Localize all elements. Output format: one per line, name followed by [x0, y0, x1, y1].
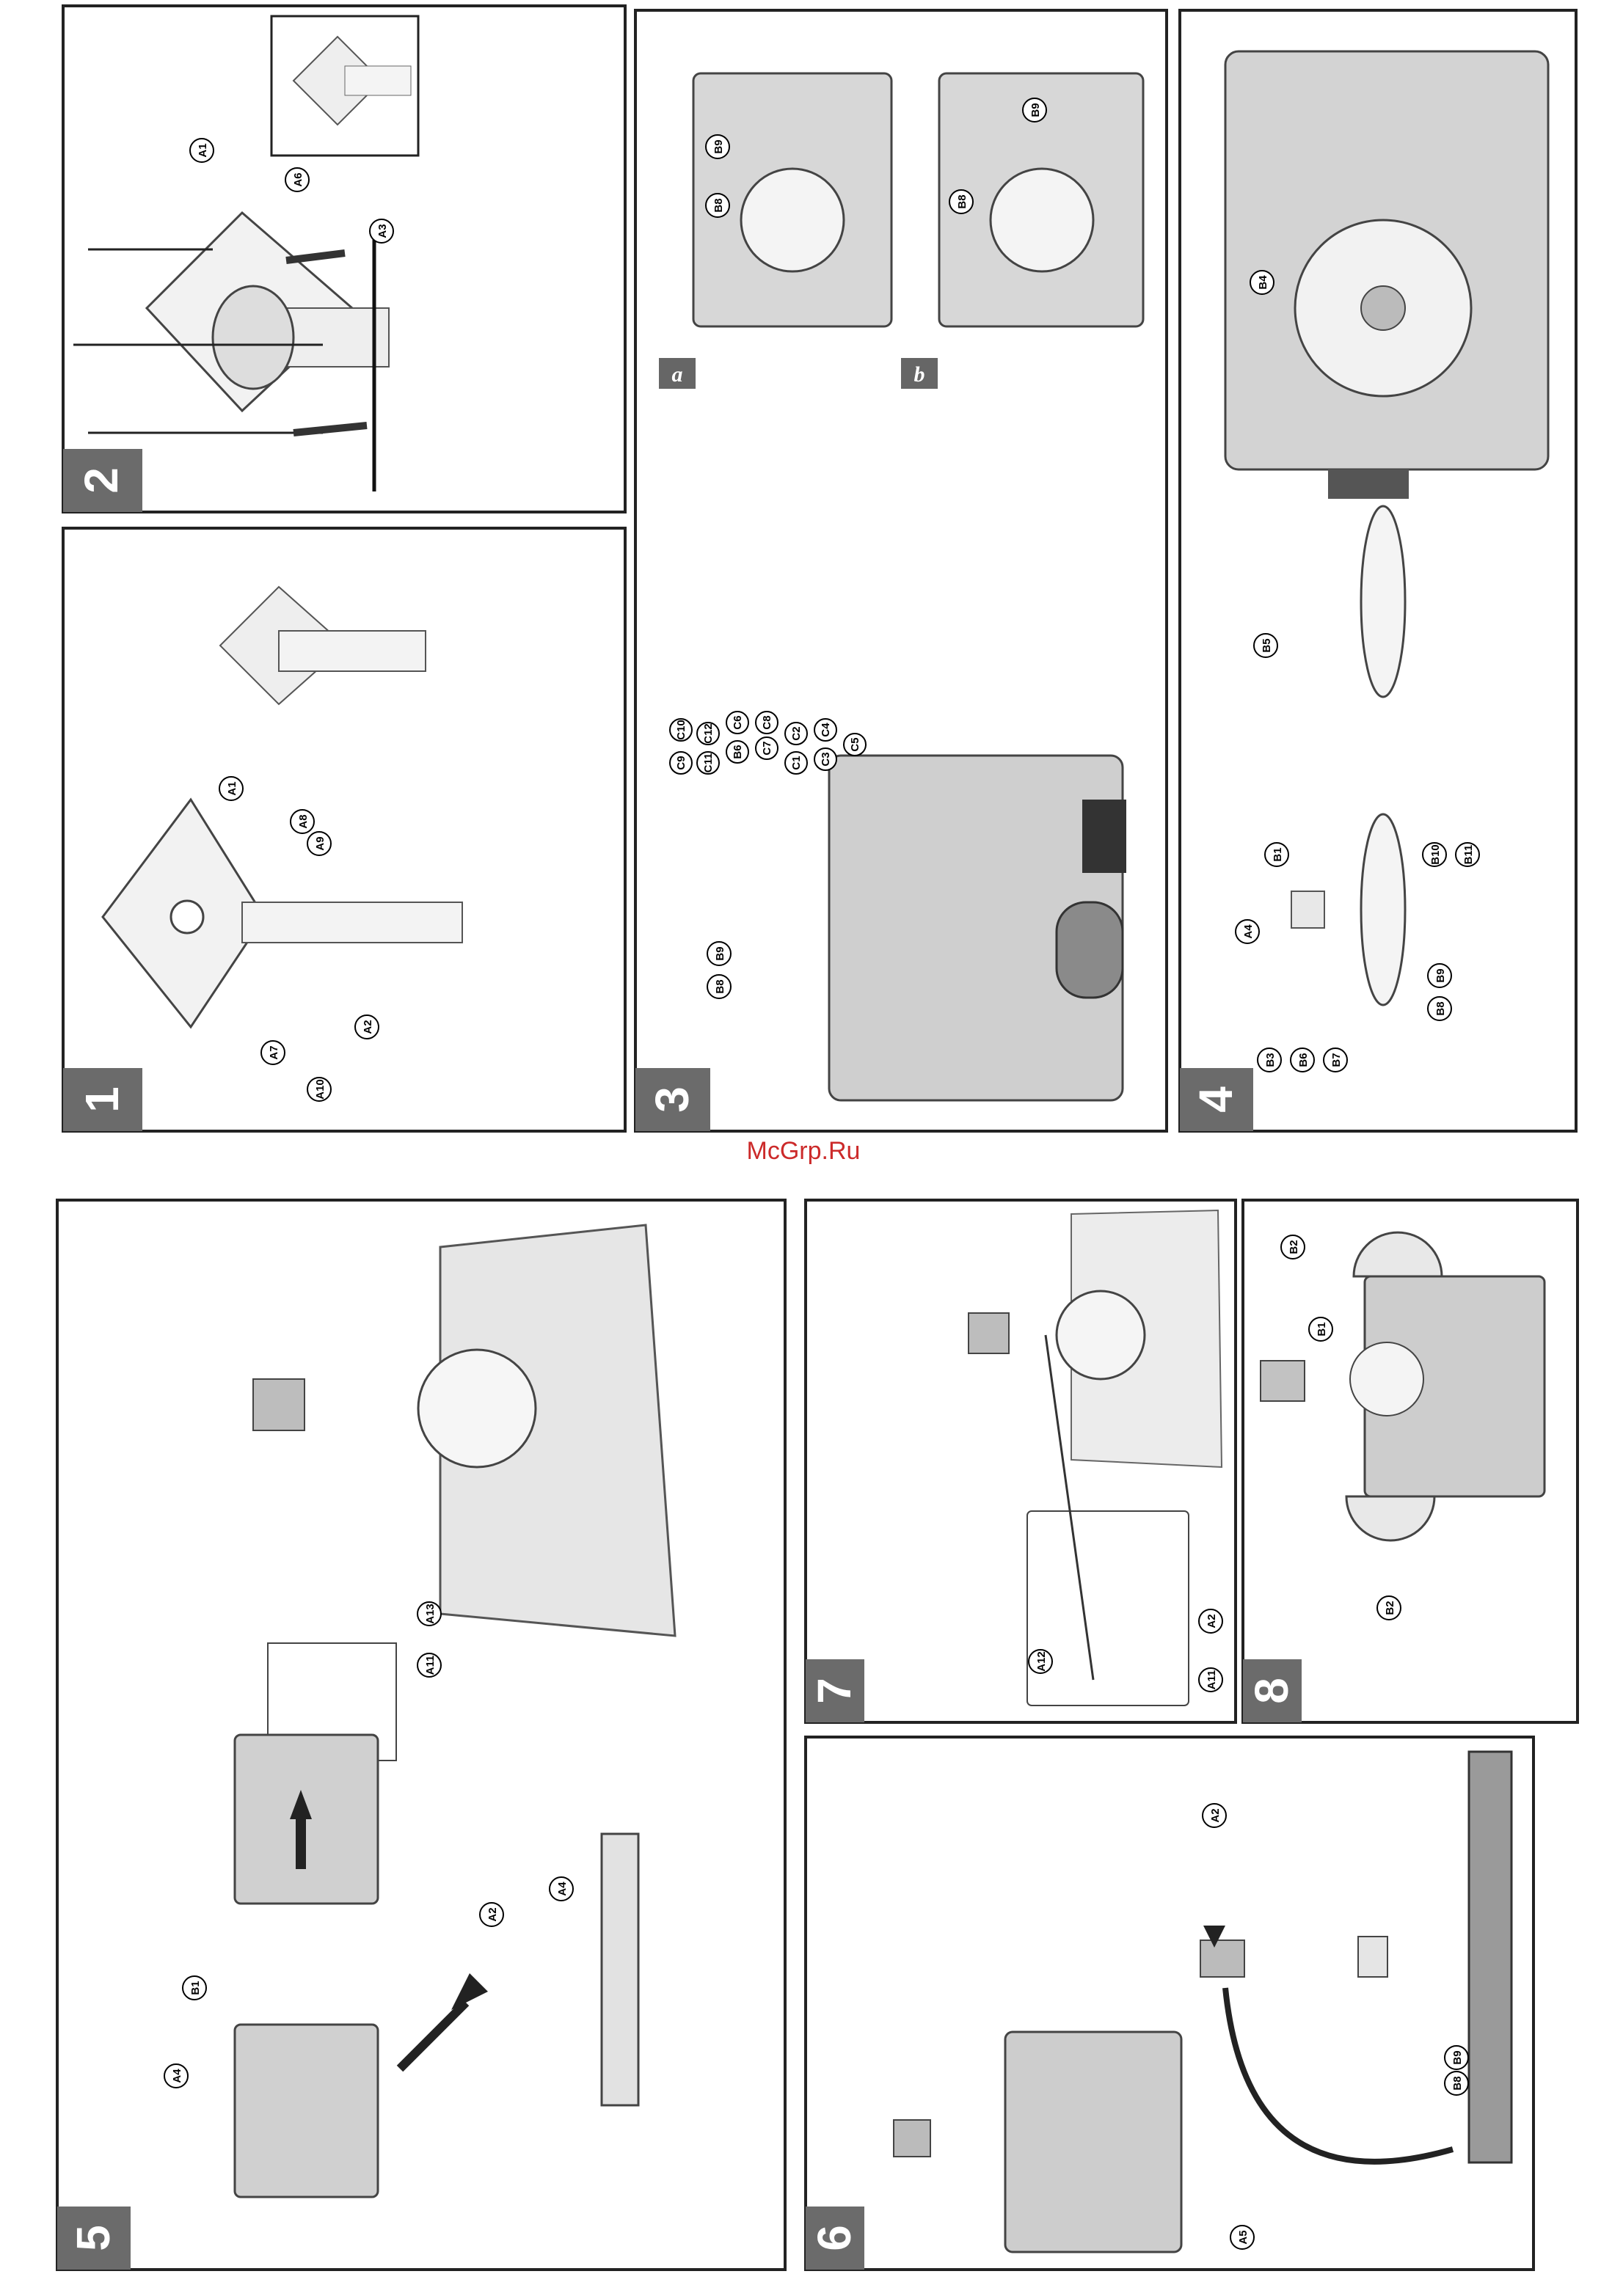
- svg-text:B10: B10: [1429, 844, 1442, 865]
- svg-text:B11: B11: [1462, 845, 1475, 865]
- svg-text:B9: B9: [714, 946, 726, 960]
- svg-text:B3: B3: [1264, 1053, 1277, 1067]
- svg-text:A2: A2: [486, 1907, 499, 1921]
- projector-bottom-closeup: [1225, 51, 1548, 499]
- svg-text:C7: C7: [761, 741, 773, 755]
- svg-text:C8: C8: [761, 715, 773, 729]
- svg-text:B2: B2: [1288, 1240, 1300, 1254]
- svg-text:B6: B6: [1297, 1053, 1310, 1067]
- svg-text:B9: B9: [1434, 968, 1447, 982]
- step-number-2: 2: [75, 467, 128, 494]
- svg-text:A7: A7: [268, 1045, 280, 1059]
- svg-text:A1: A1: [226, 781, 238, 795]
- step-number-7: 7: [808, 1678, 861, 1704]
- svg-text:B4: B4: [1257, 275, 1269, 290]
- svg-text:B8: B8: [1451, 2076, 1464, 2090]
- step-number-1: 1: [76, 1086, 128, 1113]
- svg-text:A6: A6: [292, 172, 304, 186]
- step-number-6: 6: [808, 2225, 861, 2251]
- panel-1: 1 A1 A8 A9 A2 A7 A10: [63, 528, 625, 1131]
- svg-text:A5: A5: [1237, 2230, 1250, 2244]
- svg-text:A4: A4: [556, 1882, 569, 1896]
- svg-text:B9: B9: [1451, 2050, 1464, 2064]
- svg-text:B6: B6: [732, 745, 744, 758]
- panel-6: 6 A2 B8 B9 A5: [806, 1737, 1533, 2270]
- panel-2: 2 A1 A6 A3: [63, 6, 625, 512]
- svg-text:A2: A2: [1206, 1614, 1218, 1628]
- panel-8: 8 B2 B1 B2: [1243, 1200, 1578, 1722]
- svg-text:B9: B9: [1029, 103, 1042, 117]
- svg-text:A4: A4: [171, 2069, 183, 2083]
- svg-text:A1: A1: [197, 143, 209, 157]
- svg-text:B2: B2: [1384, 1601, 1396, 1615]
- svg-text:A13: A13: [424, 1604, 437, 1624]
- projector-bottom-illustration: [829, 756, 1126, 1100]
- watermark: McGrp.Ru: [747, 1137, 861, 1165]
- svg-text:A3: A3: [376, 224, 389, 238]
- svg-text:B1: B1: [1316, 1322, 1328, 1336]
- svg-text:B8: B8: [714, 979, 726, 993]
- svg-text:A8: A8: [297, 814, 310, 828]
- panel-4: 4 B4 B5 B1 B10 B11 A4 B3: [1180, 10, 1576, 1131]
- svg-text:B8: B8: [1434, 1001, 1447, 1015]
- svg-text:B9: B9: [712, 139, 725, 153]
- svg-text:C12: C12: [702, 723, 715, 744]
- svg-text:A11: A11: [424, 1656, 437, 1675]
- svg-text:C1: C1: [790, 756, 803, 769]
- svg-text:C6: C6: [732, 715, 744, 729]
- svg-text:A12: A12: [1035, 1651, 1048, 1672]
- step-number-8: 8: [1245, 1678, 1298, 1704]
- svg-text:A2: A2: [1209, 1808, 1222, 1822]
- step-number-4: 4: [1189, 1086, 1242, 1113]
- svg-text:B1: B1: [189, 1981, 202, 1995]
- panel-7: 7 A2 A12 A11: [806, 1200, 1236, 1722]
- svg-text:a: a: [672, 362, 683, 387]
- svg-text:C11: C11: [702, 753, 715, 773]
- svg-text:A10: A10: [314, 1079, 327, 1100]
- panel-3: 3 a b B9 B8 B9 B8 C10: [635, 10, 1167, 1131]
- svg-text:C9: C9: [675, 756, 688, 769]
- svg-text:b: b: [914, 362, 925, 387]
- svg-text:C3: C3: [820, 752, 832, 766]
- panel-5: 5 A13 A11 A2 A4 B1 A4: [57, 1200, 785, 2270]
- svg-text:C4: C4: [820, 723, 832, 737]
- svg-text:A11: A11: [1206, 1670, 1218, 1690]
- svg-text:C10: C10: [675, 720, 688, 740]
- svg-text:B1: B1: [1272, 847, 1284, 861]
- svg-text:B5: B5: [1261, 638, 1273, 652]
- svg-text:A4: A4: [1242, 924, 1255, 939]
- svg-text:A9: A9: [314, 836, 327, 850]
- svg-text:C5: C5: [849, 737, 861, 751]
- svg-text:A2: A2: [362, 1020, 374, 1034]
- svg-text:C2: C2: [790, 726, 803, 740]
- step-number-3: 3: [646, 1086, 699, 1113]
- svg-text:B8: B8: [956, 194, 969, 208]
- svg-text:B8: B8: [712, 198, 725, 212]
- step-number-5: 5: [67, 2225, 120, 2251]
- svg-text:B7: B7: [1330, 1053, 1343, 1067]
